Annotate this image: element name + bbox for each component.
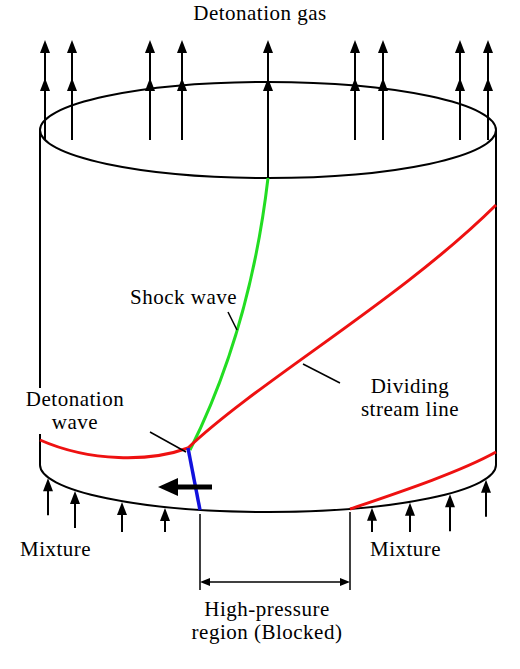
propagation-arrow xyxy=(176,485,212,490)
flow-arrowhead xyxy=(481,480,491,493)
gas-flow-arrow xyxy=(382,44,384,140)
bracket-line xyxy=(349,512,351,590)
flow-arrowhead xyxy=(160,508,170,521)
shock-wave-label: Shock wave xyxy=(128,286,239,309)
detonation-wave-label: Detonation wave xyxy=(8,388,142,434)
gas-flow-arrow xyxy=(487,44,489,140)
cylinder-wall xyxy=(495,130,497,465)
flow-arrowhead xyxy=(263,40,273,53)
dimension-arrowhead xyxy=(200,578,210,586)
flow-arrowhead xyxy=(483,40,493,53)
flow-arrowhead xyxy=(67,40,77,53)
region-label: High-pressure region (Blocked) xyxy=(180,598,354,644)
gas-flow-arrow xyxy=(181,44,183,140)
flow-arrowhead xyxy=(145,40,155,53)
gas-flow-arrow xyxy=(459,44,461,140)
dividing-streamline xyxy=(40,440,188,458)
dimension-line xyxy=(208,581,342,583)
dimension-arrowhead xyxy=(340,578,350,586)
gas-flow-arrow xyxy=(44,44,46,140)
flow-arrowhead xyxy=(378,40,388,53)
bottom-rim xyxy=(40,465,496,512)
flow-arrowhead xyxy=(367,508,377,521)
gas-flow-arrow xyxy=(71,44,73,140)
gas-flow-arrow xyxy=(354,44,356,140)
leader-line xyxy=(303,364,340,383)
flow-arrowhead xyxy=(43,478,53,491)
flow-arrowhead xyxy=(177,78,187,91)
flow-arrowhead xyxy=(67,78,77,91)
flow-arrowhead xyxy=(445,494,455,507)
flow-arrowhead xyxy=(405,503,415,516)
flow-arrowhead xyxy=(455,78,465,91)
leader-line xyxy=(228,312,237,330)
flow-arrowhead xyxy=(40,40,50,53)
detonation-wave-line xyxy=(188,448,200,510)
flow-arrowhead xyxy=(378,78,388,91)
leader-line xyxy=(150,432,186,452)
flow-arrowhead xyxy=(350,78,360,91)
mixture-label: Mixture xyxy=(368,538,443,561)
streamline-label: Dividing stream line xyxy=(343,375,477,421)
dividing-streamline xyxy=(350,452,496,509)
flow-arrowhead xyxy=(483,78,493,91)
propagation-arrowhead xyxy=(158,478,178,496)
gas-flow-arrow xyxy=(149,44,151,140)
flow-arrowhead xyxy=(455,40,465,53)
dividing-streamline xyxy=(188,205,496,448)
flow-arrowhead xyxy=(263,78,273,91)
flow-arrowhead xyxy=(40,78,50,91)
flow-arrowhead xyxy=(145,78,155,91)
flow-arrowhead xyxy=(177,40,187,53)
title-label: Detonation gas xyxy=(191,2,329,25)
mixture-label: Mixture xyxy=(18,538,93,561)
flow-arrowhead xyxy=(117,502,127,515)
gas-flow-arrow xyxy=(267,44,269,178)
bracket-line xyxy=(199,514,201,590)
flow-arrowhead xyxy=(70,491,80,504)
shock-wave-line xyxy=(190,178,268,450)
flow-arrowhead xyxy=(350,40,360,53)
